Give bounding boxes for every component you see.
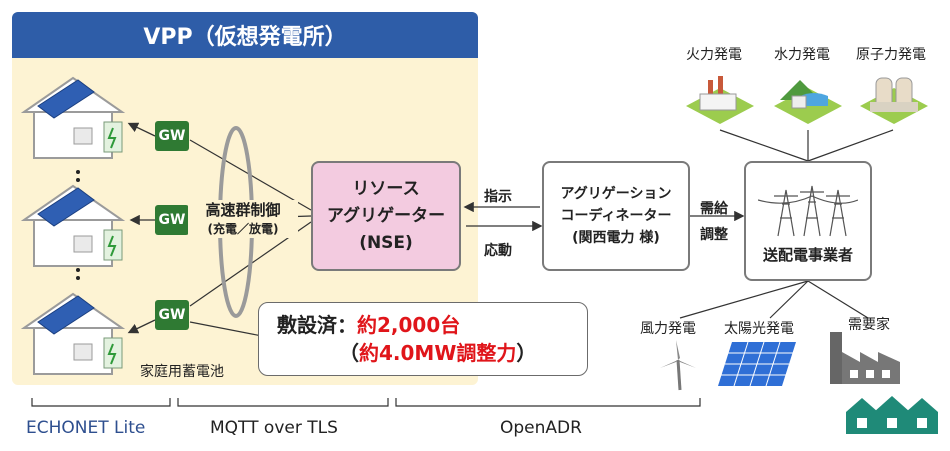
installed-count: 約2,000台 bbox=[357, 313, 461, 337]
nuclear-plant-icon bbox=[860, 77, 928, 124]
nse-line1: リソース bbox=[352, 178, 420, 199]
hydro-plant-label: 水力発電 bbox=[774, 47, 830, 63]
nuclear-plant-label: 原子力発電 bbox=[856, 47, 926, 63]
power-tower-icon bbox=[758, 185, 858, 236]
gateway-badge: GW bbox=[155, 300, 189, 330]
supply-demand-line2: 調整 bbox=[700, 227, 728, 243]
installed-callout: 敷設済：約2,000台 （約4.0MW調整力） bbox=[258, 302, 588, 376]
house-icon bbox=[20, 76, 126, 159]
gateway-badge: GW bbox=[155, 205, 189, 235]
consumer-label: 需要家 bbox=[848, 317, 890, 333]
transmission-operator-label: 送配電事業者 bbox=[762, 245, 853, 264]
capacity-close-paren: ） bbox=[516, 341, 537, 365]
wind-turbine-icon bbox=[660, 340, 696, 391]
nse-line3: (NSE) bbox=[359, 232, 413, 253]
installed-capacity: 約4.0MW調整力 bbox=[359, 341, 517, 365]
homes-icon bbox=[846, 396, 938, 434]
coordinator-line2: コーディネーター bbox=[560, 208, 672, 224]
protocol-echonet: ECHONET Lite bbox=[26, 418, 146, 438]
group-control-subtitle: (充電／放電) bbox=[188, 220, 298, 238]
coordinator-line3: (関西電力 様) bbox=[572, 230, 660, 246]
thermal-plant-label: 火力発電 bbox=[686, 47, 742, 63]
protocol-openadr: OpenADR bbox=[500, 418, 582, 438]
house-icon bbox=[20, 292, 126, 375]
group-control-label: 高速群制御 (充電／放電) bbox=[188, 200, 298, 238]
aggregation-coordinator-box: アグリゲーション コーディネーター (関西電力 様) bbox=[542, 161, 690, 271]
respond-label: 応動 bbox=[484, 243, 512, 259]
home-battery-label: 家庭用蓄電池 bbox=[140, 364, 224, 380]
vpp-title: VPP（仮想発電所） bbox=[12, 12, 478, 58]
capacity-open-paren: （ bbox=[339, 341, 359, 365]
factory-icon bbox=[830, 332, 900, 384]
hydro-plant-icon bbox=[774, 80, 842, 124]
house-icon bbox=[20, 184, 126, 267]
supply-demand-line1: 需給 bbox=[700, 201, 728, 217]
supply-demand-label: 需給 調整 bbox=[700, 196, 728, 248]
nse-line2: アグリゲーター bbox=[326, 205, 446, 226]
solar-power-label: 太陽光発電 bbox=[724, 321, 794, 337]
transmission-operator-box: 送配電事業者 bbox=[744, 161, 872, 281]
thermal-plant-icon bbox=[686, 76, 754, 124]
solar-panel-icon bbox=[718, 341, 796, 387]
installed-prefix: 敷設済： bbox=[277, 313, 357, 337]
group-control-title: 高速群制御 bbox=[188, 200, 298, 220]
nse-box: リソース アグリゲーター (NSE) bbox=[311, 161, 461, 271]
coordinator-line1: アグリゲーション bbox=[560, 186, 672, 202]
gateway-badge: GW bbox=[155, 121, 189, 151]
protocol-mqtt: MQTT over TLS bbox=[210, 418, 338, 438]
instruct-label: 指示 bbox=[484, 189, 512, 205]
wind-power-label: 風力発電 bbox=[640, 321, 696, 337]
